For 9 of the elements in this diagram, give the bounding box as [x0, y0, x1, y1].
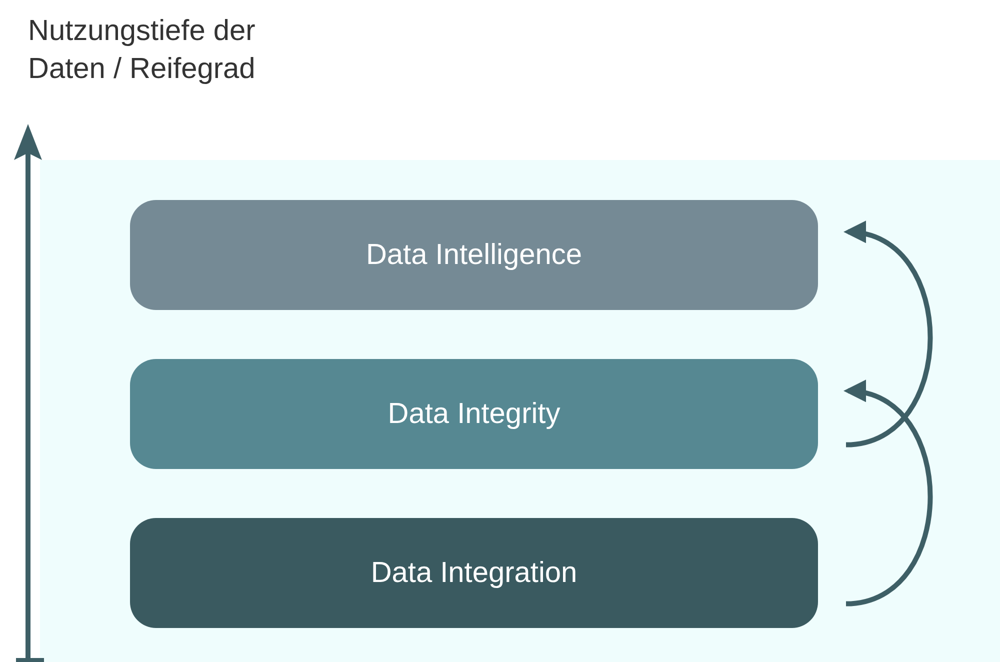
layer-box [130, 518, 818, 628]
layer-label: Data Integration [370, 556, 578, 590]
layer-box [130, 359, 818, 469]
curved-arrow [844, 382, 933, 606]
layer-label: Data Intelligence [366, 238, 582, 272]
layer-box [130, 200, 818, 310]
curved-arrow [844, 224, 933, 448]
axis-label: Nutzungstiefe der Daten / Reifegrad [28, 14, 256, 87]
layer-label: Data Integrity [388, 398, 560, 430]
